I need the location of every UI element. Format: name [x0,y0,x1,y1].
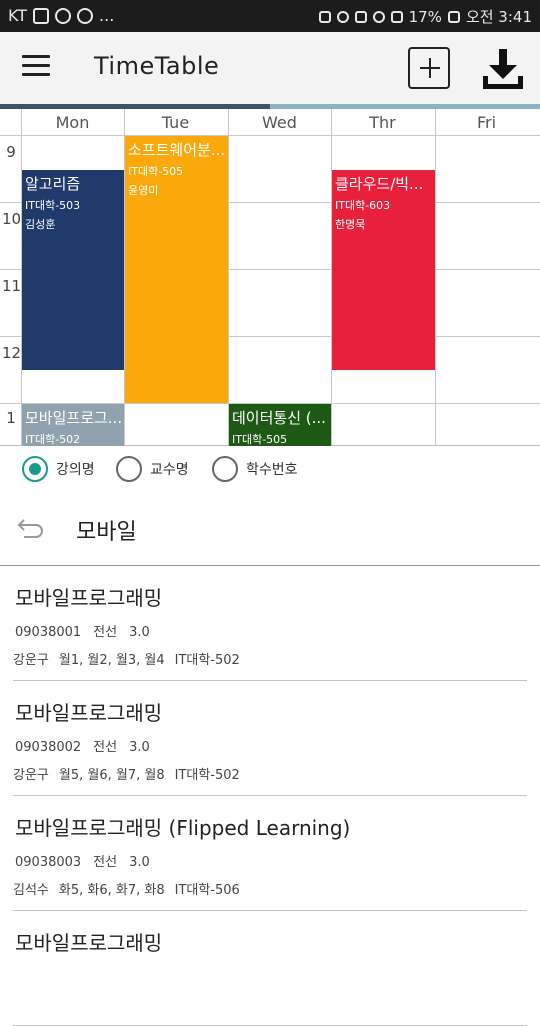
sync-icon [77,7,94,24]
radio-circle [116,456,142,482]
course-professor: 강운구 [13,768,49,783]
add-icon[interactable] [408,47,450,89]
course-title: 모바일프로그래밍 [15,931,163,955]
course-meta: 09038001 전선 3.0 [15,621,162,640]
radio-label: 교수명 [150,462,189,478]
search-query[interactable]: 모바일 [76,520,137,545]
course-professor: 강운구 [13,653,49,668]
course-times: 화5, 화6, 화7, 화8 [58,883,165,898]
hd-icon [354,10,367,23]
course-schedule: 강운구 월5, 월6, 월7, 월8 IT대학-502 [13,764,250,783]
course-credits: 3.0 [129,855,150,870]
course-code: 09038001 [15,625,82,640]
hour-label-12: 12 [2,344,22,362]
class-room: IT대학-503 [25,199,81,212]
course-times: 월5, 월6, 월7, 월8 [58,768,165,783]
signal-icon [390,10,403,23]
list-item[interactable]: 모바일프로그래밍 (Flipped Learning) 09038003 전선 3.… [13,796,527,911]
radio-circle [212,456,238,482]
class-block-software[interactable]: 소프트웨어분... IT대학-505 윤영미 [125,136,228,403]
course-code: 09038002 [15,740,82,755]
course-type: 전선 [93,855,118,870]
course-meta: 09038003 전선 3.0 [15,851,162,870]
course-credits: 3.0 [129,625,150,640]
undo-icon[interactable] [16,514,46,540]
hour-label-10: 10 [2,210,22,228]
class-title: 모바일프로그... [25,409,121,427]
progress-bar [0,104,540,109]
course-times: 월1, 월2, 월3, 월4 [58,653,165,668]
app-bar: TimeTable [0,32,540,104]
battery-percent: 17% [408,7,442,26]
day-header-tue: Tue [161,113,190,132]
course-title: 모바일프로그래밍 (Flipped Learning) [15,816,351,840]
wifi-icon [372,10,385,23]
course-type: 전선 [93,625,118,640]
course-room: IT대학-502 [174,768,240,783]
class-room: IT대학-505 [232,433,288,446]
radio-label: 강의명 [56,462,95,478]
app-title: TimeTable [94,52,220,80]
class-room: IT대학-603 [335,199,391,212]
menu-icon[interactable] [22,55,50,79]
radio-professor[interactable]: 교수명 [116,456,189,482]
radio-course-name[interactable]: 강의명 [22,456,95,482]
clock: 오전 3:41 [465,8,532,26]
battery-icon [447,10,460,23]
course-schedule: 김석수 화5, 화6, 화7, 화8 IT대학-506 [13,879,250,898]
class-title: 소프트웨어분... [128,141,225,159]
class-title: 알고리즘 [25,175,81,193]
download-icon[interactable] [480,46,526,92]
class-professor: 한명묵 [335,218,366,231]
list-item[interactable]: 모바일프로그래밍 09038002 전선 3.0 강운구 월5, 월6, 월7, 월8… [13,681,527,796]
list-item[interactable]: 모바일프로그래밍 09038001 전선 3.0 강운구 월1, 월2, 월3, 월4… [13,566,527,681]
course-type: 전선 [93,740,118,755]
class-room: IT대학-502 [25,433,81,446]
results-list: 모바일프로그래밍 09038001 전선 3.0 강운구 월1, 월2, 월3, 월4… [0,566,540,1026]
status-bar: KT ... 17% 오전 3:41 [0,0,540,32]
list-item[interactable]: 모바일프로그래밍 [13,911,527,1026]
class-block-cloud[interactable]: 클라우드/빅... IT대학-603 한명묵 [332,170,435,370]
class-block-datacomm[interactable]: 데이터통신 (... IT대학-505 [229,404,331,446]
radio-label: 학수번호 [246,462,298,478]
search-mode-group: 강의명 교수명 학수번호 [0,446,540,492]
class-block-mobile[interactable]: 모바일프로그... IT대학-502 [22,404,124,446]
timetable-grid: Mon Tue Wed Thr Fri 9 10 11 12 1 알고리즘 IT… [0,109,540,446]
alarm-icon [336,10,349,23]
course-title: 모바일프로그래밍 [15,701,163,725]
course-schedule: 강운구 월1, 월2, 월3, 월4 IT대학-502 [13,649,250,668]
progress-fill [0,104,270,109]
mute-icon [318,10,331,23]
course-professor: 김석수 [13,883,49,898]
carrier-label: KT [8,6,28,25]
class-room: IT대학-505 [128,165,184,178]
course-room: IT대학-502 [174,653,240,668]
course-credits: 3.0 [129,740,150,755]
radio-course-code[interactable]: 학수번호 [212,456,298,482]
class-professor: 윤영미 [128,184,159,197]
gallery-icon [33,7,50,24]
course-code: 09038003 [15,855,82,870]
hour-label-9: 9 [6,143,16,161]
class-title: 클라우드/빅... [335,175,424,193]
course-room: IT대학-506 [174,883,240,898]
day-header-fri: Fri [476,113,497,132]
course-title: 모바일프로그래밍 [15,586,163,610]
search-row: 모바일 [0,496,540,566]
more-notifications: ... [99,6,115,25]
day-header-thr: Thr [369,113,396,132]
day-header-wed: Wed [262,113,297,132]
radio-circle [22,456,48,482]
hour-label-1: 1 [6,409,16,427]
class-title: 데이터통신 (... [232,409,326,427]
class-block-algorithm[interactable]: 알고리즘 IT대학-503 김성훈 [22,170,124,370]
talk-icon [55,7,72,24]
day-header-mon: Mon [55,113,90,132]
class-professor: 김성훈 [25,218,56,231]
hour-label-11: 11 [2,277,22,295]
course-meta: 09038002 전선 3.0 [15,736,162,755]
